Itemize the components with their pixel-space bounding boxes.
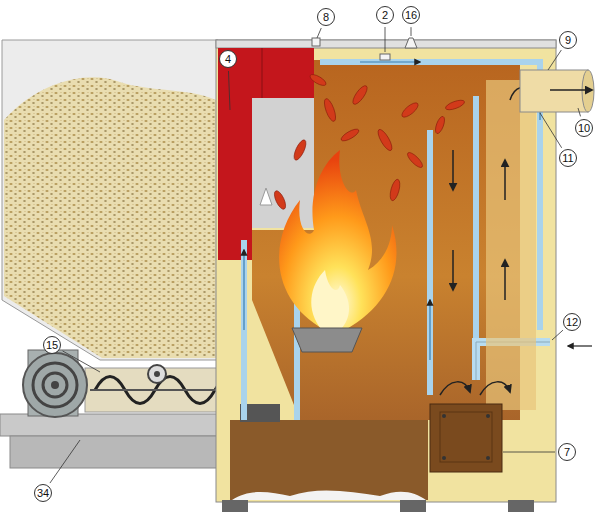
leader-line [317,28,321,38]
boiler-door [262,48,263,98]
leader-line [548,50,561,70]
leader-line [578,108,581,116]
leader-line [503,452,555,453]
callout-number: 2 [376,6,394,24]
boiler-casing [216,40,556,48]
ash-drawer [442,456,446,460]
burner-flame [434,115,447,134]
ash-drawer [442,414,446,418]
callout-number: 11 [559,149,577,167]
burner-flame [279,150,396,330]
sensors [405,38,417,48]
flue-pipe [582,70,594,112]
burner-flame [272,72,465,210]
ash-drawer [440,412,492,462]
burner-flame [350,84,369,107]
auger-motor [0,414,218,436]
callout-number: 4 [219,50,237,68]
callout-number: 10 [575,119,593,137]
auger-motor [0,350,218,468]
burner-flame [376,128,395,153]
ash-drawer [486,414,490,418]
flue-passage [440,80,536,410]
burner-flame [400,101,420,120]
leader-line [63,351,100,372]
water-jacket [427,130,433,395]
flue-pipe [550,89,592,91]
callout-number: 9 [559,31,577,49]
burner-flame [292,328,362,352]
feed-auger [154,371,160,377]
flue-passage [480,382,510,395]
water-flow-arrows [243,250,244,330]
auger-motor [33,363,77,407]
burner-flame [388,178,401,201]
callout-number: 7 [558,443,576,461]
boiler-casing [216,40,556,512]
leader-line [552,330,563,340]
sensors [380,54,390,60]
water-flow-arrows [360,61,420,62]
burner-flame [322,97,338,122]
callout-number: 12 [563,313,581,331]
flue-passage [486,80,536,410]
burner-flame [272,72,465,352]
callout-number: 34 [34,484,52,502]
leader-line [411,27,412,36]
leader-line [540,113,562,148]
flue-passage [452,250,454,290]
auger-motor [23,353,87,417]
flue-passage [504,160,506,200]
boiler-casing [508,500,534,512]
burner-flame [308,72,327,87]
boiler-door [218,48,252,260]
auger-motor [51,381,59,389]
water-jacket [244,62,540,420]
callout-number: 15 [43,336,61,354]
flue-passage [440,87,532,395]
burner-flame [340,127,361,143]
callout-number: 8 [317,8,335,26]
water-flow-arrows [429,300,430,360]
flue-passage [440,382,470,395]
burner-flame [292,138,309,161]
pellet-hopper [2,40,218,360]
ash-drawer [430,404,502,472]
combustion-chamber [232,491,426,500]
auger-motor [10,436,218,468]
ash-drawer [486,456,490,460]
water-jacket [473,96,479,380]
pellet-hopper [4,77,216,358]
burner-flame [444,98,465,111]
water-jacket [241,240,247,420]
sensors [312,38,320,46]
leader-line [50,27,581,483]
boiler-casing [222,500,248,512]
flue-pipe [520,70,588,112]
sensors [312,38,417,60]
leader-line [228,71,230,110]
leader-line [50,440,80,483]
boiler-casing [216,40,556,502]
boiler-door [260,188,272,205]
leader-line [385,27,386,52]
pellet-hopper [2,40,218,360]
flue-pipe [520,70,594,112]
auger-motor [43,373,67,397]
ash-drawer [430,404,502,472]
feed-auger [148,365,166,383]
return-pipe [568,345,592,346]
flue-passage [452,150,454,190]
callout-number: 16 [402,6,420,24]
burner-flame [405,150,424,169]
boiler-casing [400,500,426,512]
burner-flame [311,270,349,330]
combustion-chamber [230,420,428,500]
boiler-door [252,98,314,228]
combustion-chamber [230,60,520,500]
burner-flame [272,189,288,211]
flue-passage [504,260,506,300]
